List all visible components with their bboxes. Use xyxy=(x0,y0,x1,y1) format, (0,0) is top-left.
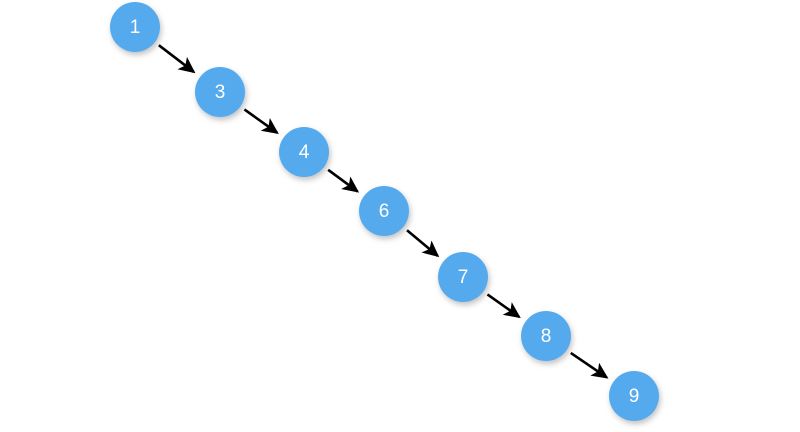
edge-4-to-6[interactable] xyxy=(327,168,360,193)
edge-8-to-9[interactable] xyxy=(570,351,609,379)
node-circle-4[interactable] xyxy=(279,127,329,177)
node-circle-3[interactable] xyxy=(195,67,245,117)
node-6[interactable]: 6 xyxy=(359,186,409,236)
node-circle-7[interactable] xyxy=(438,252,488,302)
edge-7-to-8[interactable] xyxy=(486,293,521,319)
node-circle-9[interactable] xyxy=(609,371,659,421)
node-4[interactable]: 4 xyxy=(279,127,329,177)
edges-layer xyxy=(158,44,609,379)
node-8[interactable]: 8 xyxy=(521,311,571,361)
node-circle-8[interactable] xyxy=(521,311,571,361)
node-3[interactable]: 3 xyxy=(195,67,245,117)
node-1[interactable]: 1 xyxy=(110,2,160,52)
node-circle-1[interactable] xyxy=(110,2,160,52)
edge-1-to-3[interactable] xyxy=(158,44,196,74)
node-7[interactable]: 7 xyxy=(438,252,488,302)
node-circle-6[interactable] xyxy=(359,186,409,236)
edge-6-to-7[interactable] xyxy=(406,229,440,258)
edge-3-to-4[interactable] xyxy=(243,108,279,135)
node-9[interactable]: 9 xyxy=(609,371,659,421)
